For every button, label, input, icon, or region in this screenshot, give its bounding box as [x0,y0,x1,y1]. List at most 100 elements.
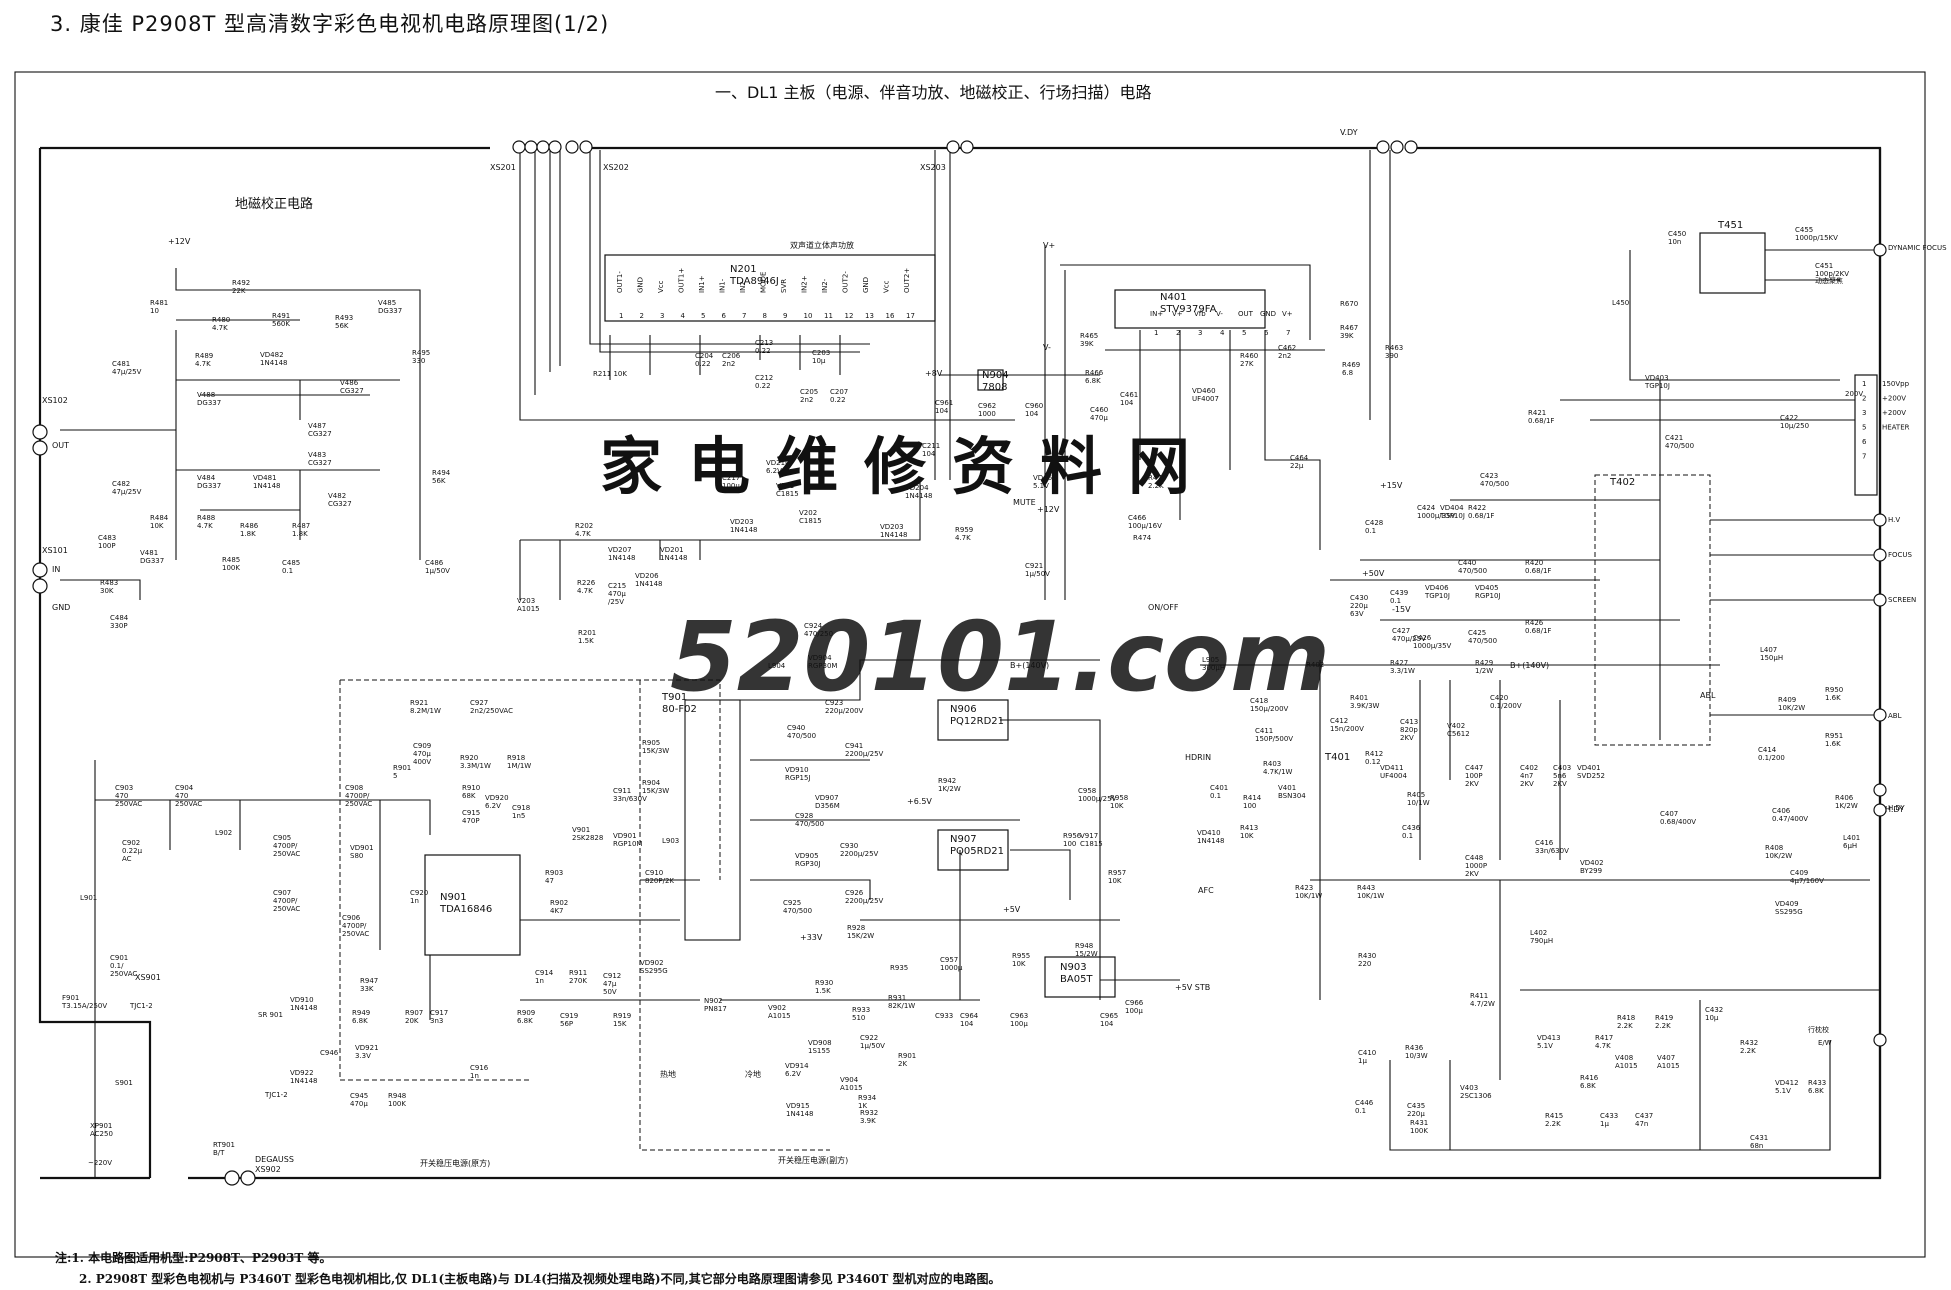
fbt-pin-number: 6 [1862,438,1867,446]
schematic-wiring [14,71,1926,1258]
n201-pin-number: 9 [783,312,787,320]
component-r402: R402 [1306,661,1324,669]
fbt-pin-number: 1 [1862,380,1866,388]
component-r670: R670 [1340,300,1358,308]
connector-xs203: XS203 [920,163,946,172]
n201-pin-label: GND [637,277,645,293]
rail-v_minus: V- [1043,343,1051,352]
page-title: 3. 康佳 P2908T 型高清数字彩色电视机电路原理图(1/2) [50,12,610,36]
n201-pin-label: GND [862,277,870,293]
rail-hdrin: HDRIN [1185,753,1211,762]
terminal-label: DYNAMIC FOCUS [1888,244,1947,252]
terminal-label: 行枕校 [1808,1025,1829,1034]
ic-t401: T401 [1324,752,1350,763]
terminal-label: ABL [1888,712,1902,720]
rail-plus15: +15V [1380,481,1403,490]
n201-pin-number: 1 [619,312,623,320]
rail-b140b: B+(140V) [1510,661,1549,670]
component-tjc1_2b: TJC1-2 [264,1091,288,1099]
fbt-pin-label: 150Vpp [1882,380,1910,388]
n401-pin-number: 7 [1286,329,1290,337]
note-2: 2. P2908T 型彩色电视机与 P3460T 型彩色电视机相比,仅 DL1(… [79,1272,1001,1286]
n401-pin-number: 5 [1242,329,1246,337]
component-l902: L902 [215,829,232,837]
n201-pin-number: 4 [681,312,686,320]
block-title-power-primary: 开关稳压电源(原方) [420,1158,490,1168]
terminal-label: H.V [1888,516,1900,524]
component-l450: L450 [1612,299,1629,307]
rail-mute: MUTE [1013,498,1036,507]
n201-pin-label: OUT1+ [678,268,686,293]
